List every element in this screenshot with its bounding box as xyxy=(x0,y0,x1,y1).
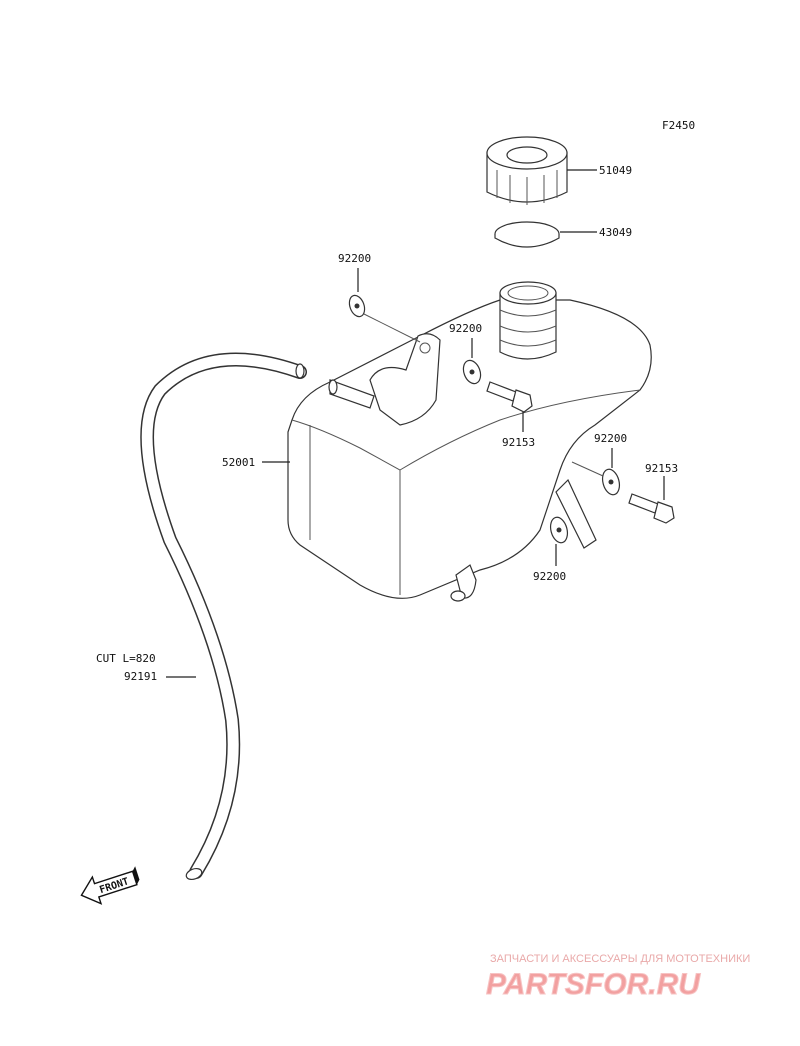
callout-hose-cut: CUT L=820 xyxy=(96,652,156,665)
callout-hose: 92191 xyxy=(124,670,157,683)
callout-washer-mid: 92200 xyxy=(449,322,482,335)
callout-bolt-mid: 92153 xyxy=(502,436,535,449)
washer-bottom[interactable] xyxy=(548,515,570,544)
figure-code: F2450 xyxy=(662,119,695,132)
bolt-mid[interactable] xyxy=(486,381,533,413)
watermark-logo: PARTSFOR.RU xyxy=(486,968,701,1001)
callout-tank: 52001 xyxy=(222,456,255,469)
cap-gasket[interactable] xyxy=(494,221,560,248)
breather-hose[interactable] xyxy=(140,352,307,882)
callout-bolt-right: 92153 xyxy=(645,462,678,475)
callout-washer-bottom: 92200 xyxy=(533,570,566,583)
washer-top-left[interactable] xyxy=(347,293,368,318)
washer-right[interactable] xyxy=(600,467,622,496)
watermark-tagline: ЗАПЧАСТИ И АКСЕССУАРЫ ДЛЯ МОТОТЕХНИКИ xyxy=(490,953,750,965)
front-arrow-icon: FRONT xyxy=(80,866,140,905)
callout-washer-right: 92200 xyxy=(594,432,627,445)
washer-mid[interactable] xyxy=(460,358,483,386)
filler-cap[interactable] xyxy=(486,136,568,205)
callout-washer-top-left: 92200 xyxy=(338,252,371,265)
reservoir-tank[interactable] xyxy=(287,281,652,602)
callout-gasket: 43049 xyxy=(599,226,632,239)
callout-cap: 51049 xyxy=(599,164,632,177)
bolt-right[interactable] xyxy=(628,493,675,524)
